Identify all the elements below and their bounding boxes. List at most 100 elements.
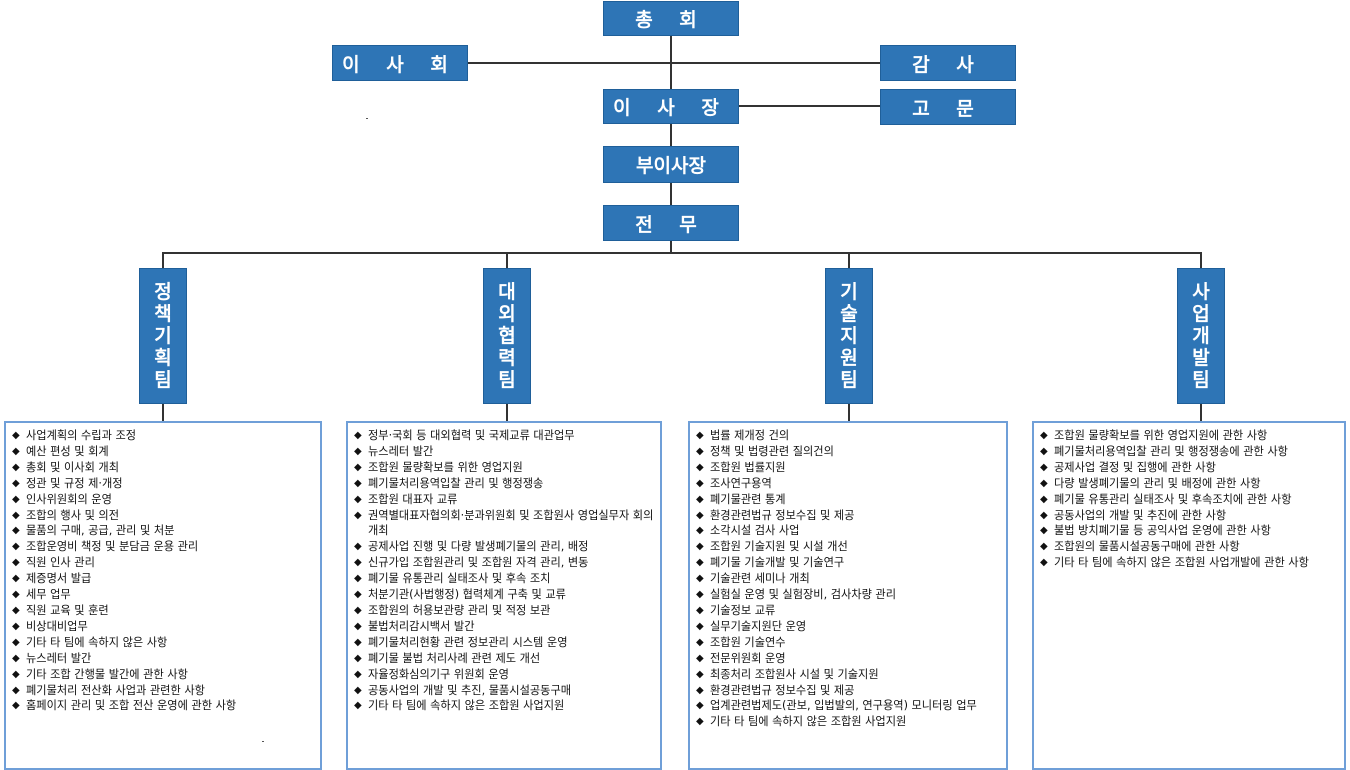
duty-item: 조합원 기술지원 및 시설 개선 xyxy=(696,539,1000,555)
duty-item: 조합의 행사 및 의전 xyxy=(12,508,314,524)
team-technical-support: 기 술 지 원 팀 xyxy=(825,268,873,404)
duty-item: 기타 조합 간행물 발간에 관한 사항 xyxy=(12,667,314,683)
duty-item: 제증명서 발급 xyxy=(12,571,314,587)
auditor-box: 감 사 xyxy=(880,45,1016,81)
duty-item: 폐기물처리용역입찰 관리 및 행정쟁송 xyxy=(354,476,654,492)
stray-dot xyxy=(262,741,264,742)
duty-item: 사업계획의 수립과 조정 xyxy=(12,428,314,444)
team-name-char: 팀 xyxy=(154,369,172,391)
team-business-development: 사 업 개 발 팀 xyxy=(1177,268,1225,404)
duty-item: 직원 교육 및 훈련 xyxy=(12,603,314,619)
duty-item: 실무기술지원단 운영 xyxy=(696,619,1000,635)
duty-item: 공제사업 진행 및 다량 발생폐기물의 관리, 배정 xyxy=(354,539,654,555)
team-name-char: 대 xyxy=(498,281,516,303)
duty-item: 불법처리감시백서 발간 xyxy=(354,619,654,635)
duty-item: 폐기물 불법 처리사례 관련 제도 개선 xyxy=(354,651,654,667)
duties-panel-policy-planning: 사업계획의 수립과 조정예산 편성 및 회계총회 및 이사회 개최정관 및 규정… xyxy=(4,421,322,770)
team-branch-line xyxy=(162,252,1202,254)
duty-item: 기타 타 팀에 속하지 않은 사항 xyxy=(12,635,314,651)
team-name-char: 기 xyxy=(840,281,858,303)
duty-item: 자율정화심의기구 위원회 운영 xyxy=(354,667,654,683)
team-panel-link-4 xyxy=(1200,404,1202,421)
duty-item: 기술정보 교류 xyxy=(696,603,1000,619)
duty-item: 정관 및 규정 제·개정 xyxy=(12,476,314,492)
duty-item: 기타 타 팀에 속하지 않은 조합원 사업지원 xyxy=(354,698,654,714)
duty-item: 폐기물 기술개발 및 기술연구 xyxy=(696,555,1000,571)
duty-item: 다량 발생폐기물의 관리 및 배정에 관한 사항 xyxy=(1040,476,1338,492)
duty-item: 권역별대표자협의회·분과위원회 및 조합원사 영업실무자 회의 개최 xyxy=(354,508,654,540)
duty-item: 공동사업의 개발 및 추진, 물품시설공동구매 xyxy=(354,683,654,699)
duty-item: 인사위원회의 운영 xyxy=(12,492,314,508)
board-auditor-connector xyxy=(468,62,880,64)
advisor-box: 고 문 xyxy=(880,89,1016,125)
duty-item: 조합원 법률지원 xyxy=(696,460,1000,476)
team-name-char: 발 xyxy=(1192,347,1210,369)
duties-panel-external-cooperation: 정부·국회 등 대외협력 및 국제교류 대관업무뉴스레터 발간조합원 물량확보를… xyxy=(346,421,662,770)
duty-item: 폐기물 유통관리 실태조사 및 후속 조치 xyxy=(354,571,654,587)
duty-item: 정부·국회 등 대외협력 및 국제교류 대관업무 xyxy=(354,428,654,444)
duty-item: 법률 제개정 건의 xyxy=(696,428,1000,444)
team-name-char: 원 xyxy=(840,347,858,369)
board-box: 이 사 회 xyxy=(332,45,468,81)
duty-item: 조합원 기술연수 xyxy=(696,635,1000,651)
duty-item: 기타 타 팀에 속하지 않은 조합원 사업개발에 관한 사항 xyxy=(1040,555,1338,571)
duties-list: 조합원 물량확보를 위한 영업지원에 관한 사항폐기물처리용역입찰 관리 및 행… xyxy=(1040,428,1338,571)
team-name-char: 기 xyxy=(154,325,172,347)
advisor-connector xyxy=(738,105,880,107)
duty-item: 정책 및 법령관련 질의건의 xyxy=(696,444,1000,460)
team-name-char: 정 xyxy=(154,281,172,303)
duty-item: 총회 및 이사회 개최 xyxy=(12,460,314,476)
team-name-char: 력 xyxy=(498,347,516,369)
team-name-char: 사 xyxy=(1192,281,1210,303)
duties-panel-business-development: 조합원 물량확보를 위한 영업지원에 관한 사항폐기물처리용역입찰 관리 및 행… xyxy=(1032,421,1346,770)
duty-item: 최종처리 조합원사 시설 및 기술지원 xyxy=(696,667,1000,683)
team-policy-planning: 정 책 기 획 팀 xyxy=(139,268,187,404)
team-name-char: 술 xyxy=(840,303,858,325)
general-meeting-box: 총 회 xyxy=(603,1,739,36)
duties-list: 정부·국회 등 대외협력 및 국제교류 대관업무뉴스레터 발간조합원 물량확보를… xyxy=(354,428,654,714)
duty-item: 폐기물처리용역입찰 관리 및 행정쟁송에 관한 사항 xyxy=(1040,444,1338,460)
duty-item: 폐기물처리현황 관련 정보관리 시스템 운영 xyxy=(354,635,654,651)
duty-item: 예산 편성 및 회계 xyxy=(12,444,314,460)
team-panel-link-3 xyxy=(848,404,850,421)
duty-item: 조합원 대표자 교류 xyxy=(354,492,654,508)
team-name-char: 팀 xyxy=(1192,369,1210,391)
duty-item: 비상대비업무 xyxy=(12,619,314,635)
managing-director-box: 전 무 xyxy=(603,205,739,241)
branch-drop-3 xyxy=(848,252,850,269)
duty-item: 홈페이지 관리 및 조합 전산 운영에 관한 사항 xyxy=(12,698,314,714)
duty-item: 소각시설 검사 사업 xyxy=(696,523,1000,539)
duty-item: 환경관련법규 정보수집 및 제공 xyxy=(696,683,1000,699)
duty-item: 조합원 물량확보를 위한 영업지원 xyxy=(354,460,654,476)
chairman-box: 이 사 장 xyxy=(603,89,739,124)
duty-item: 신규가입 조합원관리 및 조합원 자격 관리, 변동 xyxy=(354,555,654,571)
team-name-char: 개 xyxy=(1192,325,1210,347)
branch-drop-2 xyxy=(506,252,508,269)
duty-item: 조합운영비 책정 및 분담금 운용 관리 xyxy=(12,539,314,555)
duty-item: 물품의 구매, 공급, 관리 및 처분 xyxy=(12,523,314,539)
duty-item: 환경관련법규 정보수집 및 제공 xyxy=(696,508,1000,524)
duty-item: 기술관련 세미나 개최 xyxy=(696,571,1000,587)
duty-item: 실험실 운영 및 실험장비, 검사차량 관리 xyxy=(696,587,1000,603)
duty-item: 조사연구용역 xyxy=(696,476,1000,492)
team-name-char: 업 xyxy=(1192,303,1210,325)
branch-drop-1 xyxy=(162,252,164,269)
duty-item: 직원 인사 관리 xyxy=(12,555,314,571)
duty-item: 세무 업무 xyxy=(12,587,314,603)
branch-drop-4 xyxy=(1200,252,1202,269)
stray-dot xyxy=(366,118,368,119)
duty-item: 공동사업의 개발 및 추진에 관한 사항 xyxy=(1040,508,1338,524)
team-name-char: 협 xyxy=(498,325,516,347)
duties-list: 법률 제개정 건의정책 및 법령관련 질의건의조합원 법률지원조사연구용역폐기물… xyxy=(696,428,1000,730)
team-name-char: 팀 xyxy=(840,369,858,391)
duty-item: 처분기관(사법행정) 협력체계 구축 및 교류 xyxy=(354,587,654,603)
team-name-char: 외 xyxy=(498,303,516,325)
duty-item: 불법 방치폐기물 등 공익사업 운영에 관한 사항 xyxy=(1040,523,1338,539)
duty-item: 폐기물 유통관리 실태조사 및 후속조치에 관한 사항 xyxy=(1040,492,1338,508)
team-external-cooperation: 대 외 협 력 팀 xyxy=(483,268,531,404)
duty-item: 공제사업 결정 및 집행에 관한 사항 xyxy=(1040,460,1338,476)
duties-panel-technical-support: 법률 제개정 건의정책 및 법령관련 질의건의조합원 법률지원조사연구용역폐기물… xyxy=(688,421,1008,770)
duty-item: 업계관련법제도(관보, 입법발의, 연구용역) 모니터링 업무 xyxy=(696,698,1000,714)
duty-item: 조합원의 물품시설공동구매에 관한 사항 xyxy=(1040,539,1338,555)
duty-item: 뉴스레터 발간 xyxy=(12,651,314,667)
